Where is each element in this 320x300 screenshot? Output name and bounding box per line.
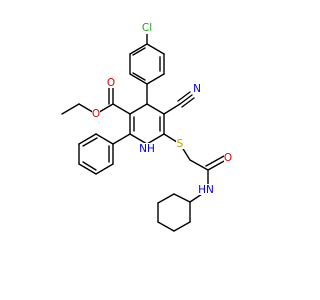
bond: [173, 193, 191, 203]
bond: [173, 221, 191, 232]
bond: [163, 103, 181, 115]
ester-carbonyl-oxygen-label: O: [107, 77, 115, 89]
label-knockout: [139, 143, 155, 154]
label-knockout: [107, 78, 115, 88]
bond: [146, 133, 165, 145]
dihydropyridine-ring: [129, 83, 165, 145]
double-bond-inner: [82, 161, 97, 171]
double-bond-inner: [132, 72, 146, 81]
bond: [146, 43, 165, 55]
amide-nh-label: HN: [198, 184, 214, 196]
bond: [129, 43, 148, 55]
bond: [146, 103, 165, 115]
double-bond-inner: [132, 47, 146, 56]
bond: [129, 103, 148, 115]
bond: [157, 193, 175, 204]
bond: [129, 73, 148, 85]
nitrile-nitrogen-label: N: [193, 83, 201, 95]
bond-c-o-double-second: [205, 155, 225, 167]
cyclohexyl-ring: [157, 193, 191, 232]
double-bond-inner: [82, 137, 98, 147]
chlorine-label: Cl: [142, 22, 152, 34]
amide-oxygen-label: O: [224, 152, 232, 164]
triple-bond-side: [181, 97, 195, 108]
ring-nh-label: NH: [139, 143, 155, 155]
bond: [78, 133, 97, 145]
phenyl-ring: [78, 133, 131, 175]
triple-bond-center: [179, 94, 193, 105]
chlorophenyl-ring: [129, 29, 165, 85]
bond: [129, 133, 148, 145]
sulfur-label: S: [177, 138, 184, 150]
bond-ch2-ch3: [61, 103, 80, 115]
molecule-structure-diagram: Cl O O N NH S O HN: [61, 22, 233, 232]
label-knockout: [92, 109, 100, 119]
molecule-svg: Cl O O N NH S O HN: [61, 22, 232, 232]
label-knockout: [198, 184, 214, 195]
bond: [157, 221, 175, 232]
bond-ch2-c: [189, 159, 209, 171]
label-knockout: [176, 139, 184, 149]
bond-c-o-double: [207, 159, 227, 171]
triple-bond-side: [177, 91, 191, 102]
atom-labels: Cl O O N NH S O HN: [92, 22, 232, 196]
bond: [78, 163, 97, 175]
bond: [146, 73, 165, 85]
bond: [95, 163, 114, 175]
bond: [95, 133, 114, 145]
bond: [112, 103, 131, 115]
nitrile-group: [163, 91, 195, 115]
label-knockout: [139, 22, 155, 34]
ester-ether-oxygen-label: O: [92, 108, 100, 120]
label-knockout: [193, 84, 201, 94]
thioether-amide-chain: [163, 133, 227, 203]
bond: [112, 133, 131, 145]
label-knockout: [224, 153, 232, 163]
